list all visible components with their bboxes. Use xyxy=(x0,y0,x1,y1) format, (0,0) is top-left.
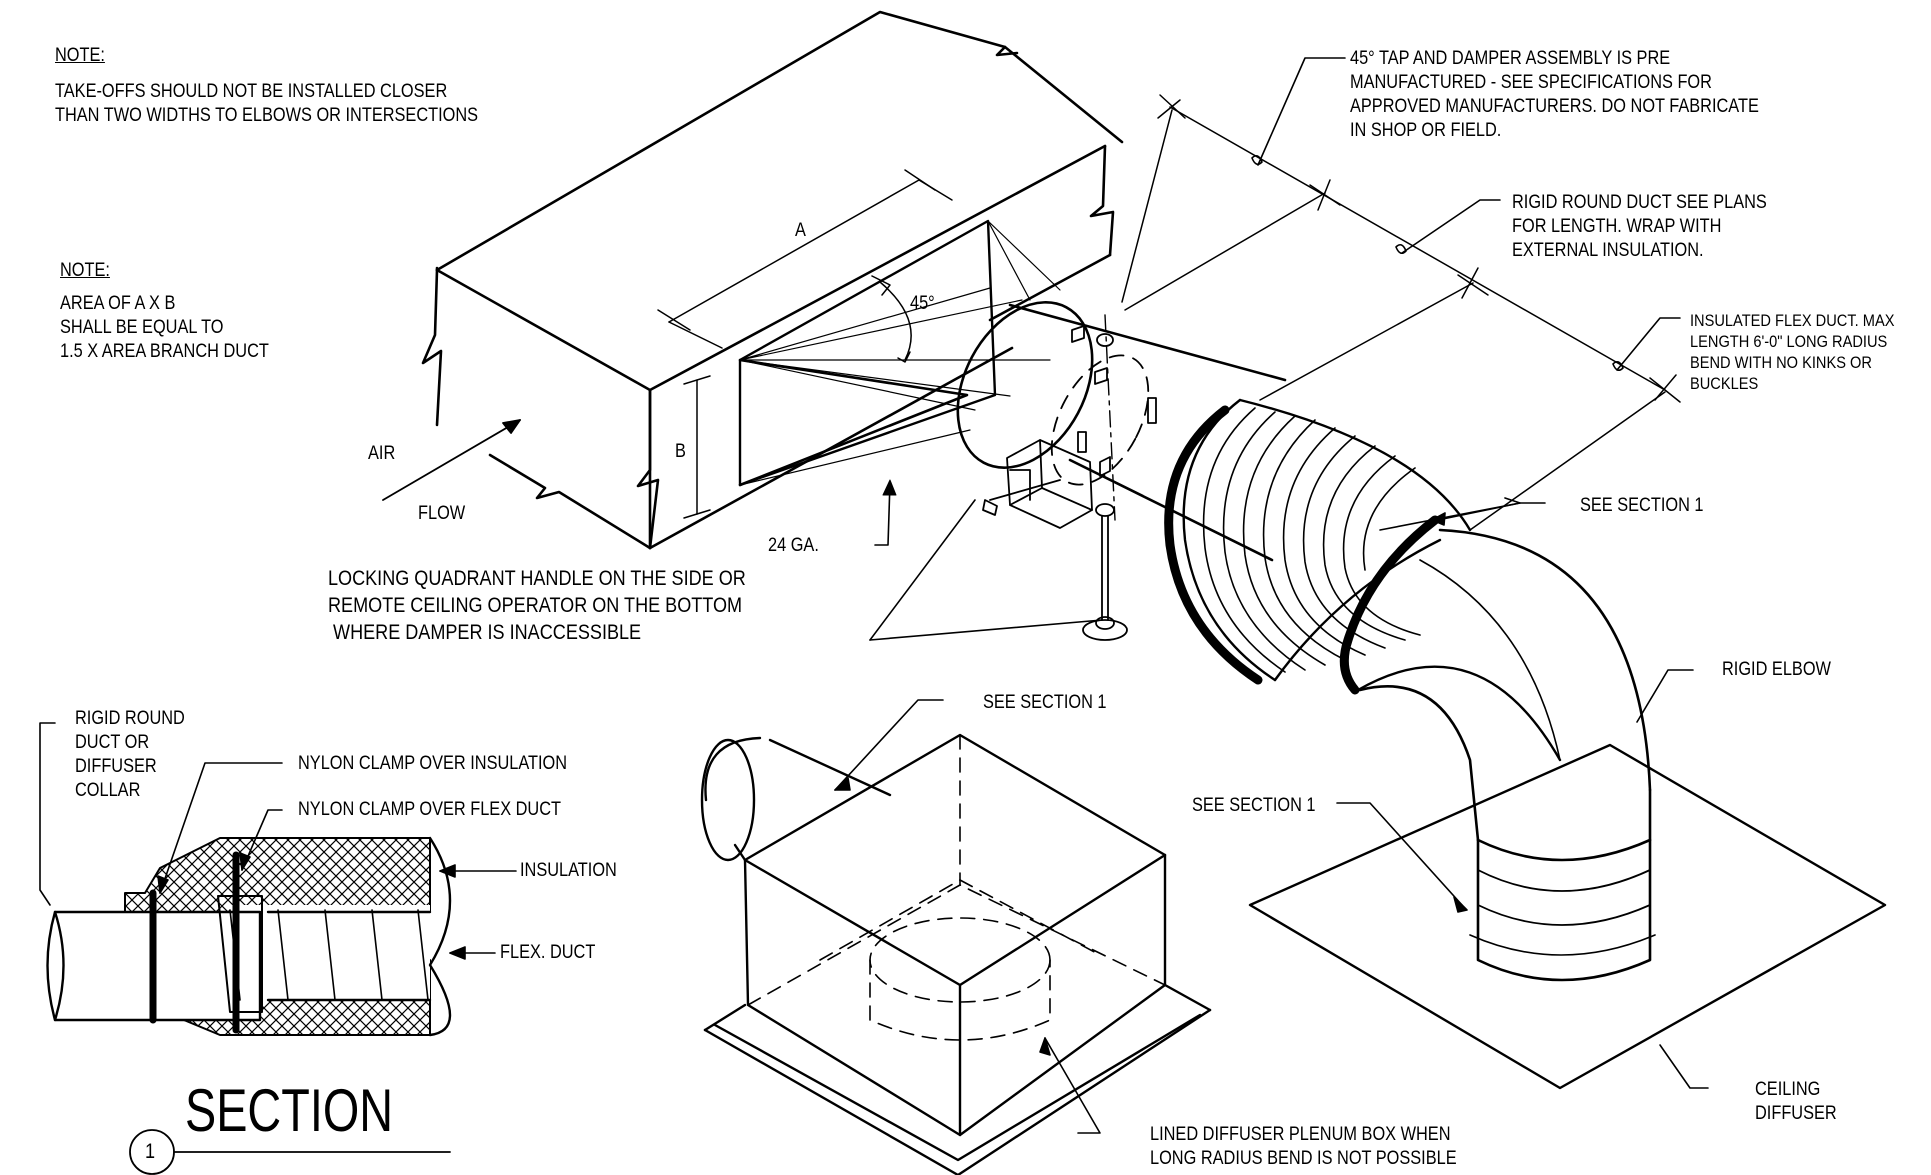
air-label: AIR xyxy=(368,443,396,464)
flex-duct-callout: INSULATED FLEX DUCT. MAX LENGTH 6'-0" LO… xyxy=(1690,311,1895,393)
gauge-label: 24 GA. xyxy=(768,535,819,556)
callout-leaders xyxy=(834,57,1709,1134)
diffuser-plenum-box xyxy=(700,733,1212,1175)
insulated-flex-duct xyxy=(1164,398,1562,762)
dimension-b xyxy=(683,375,711,519)
section-title: SECTION xyxy=(185,1077,394,1144)
note1-heading: NOTE: xyxy=(55,45,105,66)
section-insulation-label: INSULATION xyxy=(520,860,617,881)
section-number: 1 xyxy=(145,1140,156,1163)
gauge-leader xyxy=(874,481,891,546)
locking-quadrant-callout: LOCKING QUADRANT HANDLE ON THE SIDE OR R… xyxy=(328,567,746,644)
rigid-round-branch-duct xyxy=(956,301,1287,562)
note1-text: TAKE-OFFS SHOULD NOT BE INSTALLED CLOSER… xyxy=(55,81,479,126)
see-section-plenum-callout: SEE SECTION 1 xyxy=(983,692,1107,713)
section-nylon-flex-label: NYLON CLAMP OVER FLEX DUCT xyxy=(298,799,562,820)
section-detail-1 xyxy=(39,722,517,1175)
dimension-a xyxy=(657,169,953,349)
ceiling-diffuser-callout: CEILING DIFFUSER xyxy=(1755,1079,1837,1124)
rigid-elbow xyxy=(1358,528,1656,982)
section-nylon-insulation-label: NYLON CLAMP OVER INSULATION xyxy=(298,753,568,774)
angle-label: 45° xyxy=(910,293,935,314)
flow-label: FLOW xyxy=(418,503,466,524)
damper-operator xyxy=(982,325,1157,529)
tap-damper-callout: 45° TAP AND DAMPER ASSEMBLY IS PRE MANUF… xyxy=(1350,48,1759,141)
airflow-arrow xyxy=(382,419,521,501)
remote-ceiling-operator xyxy=(1082,333,1128,641)
dimension-b-label: B xyxy=(675,441,686,462)
note2-text: AREA OF A X B SHALL BE EQUAL TO 1.5 X AR… xyxy=(60,293,269,362)
see-section-flex-callout: SEE SECTION 1 xyxy=(1580,495,1704,516)
section-flex-duct-label: FLEX. DUCT xyxy=(500,942,596,963)
ceiling-diffuser-plate xyxy=(1248,743,1887,1090)
main-rectangular-duct xyxy=(421,10,1124,550)
rigid-round-duct-callout: RIGID ROUND DUCT SEE PLANS FOR LENGTH. W… xyxy=(1512,192,1767,261)
tap-opening xyxy=(738,219,997,487)
tap-transition xyxy=(739,220,1061,486)
note2-heading: NOTE: xyxy=(60,260,110,281)
section-rigid-collar-label: RIGID ROUND DUCT OR DIFFUSER COLLAR xyxy=(75,708,185,801)
dimension-a-label: A xyxy=(795,220,806,241)
angle-arc xyxy=(871,275,912,363)
length-dimension-chain xyxy=(1121,94,1681,531)
plenum-box-callout: LINED DIFFUSER PLENUM BOX WHEN LONG RADI… xyxy=(1150,1124,1457,1169)
rigid-elbow-callout: RIGID ELBOW xyxy=(1722,659,1831,680)
see-section-elbow-callout: SEE SECTION 1 xyxy=(1192,795,1316,816)
